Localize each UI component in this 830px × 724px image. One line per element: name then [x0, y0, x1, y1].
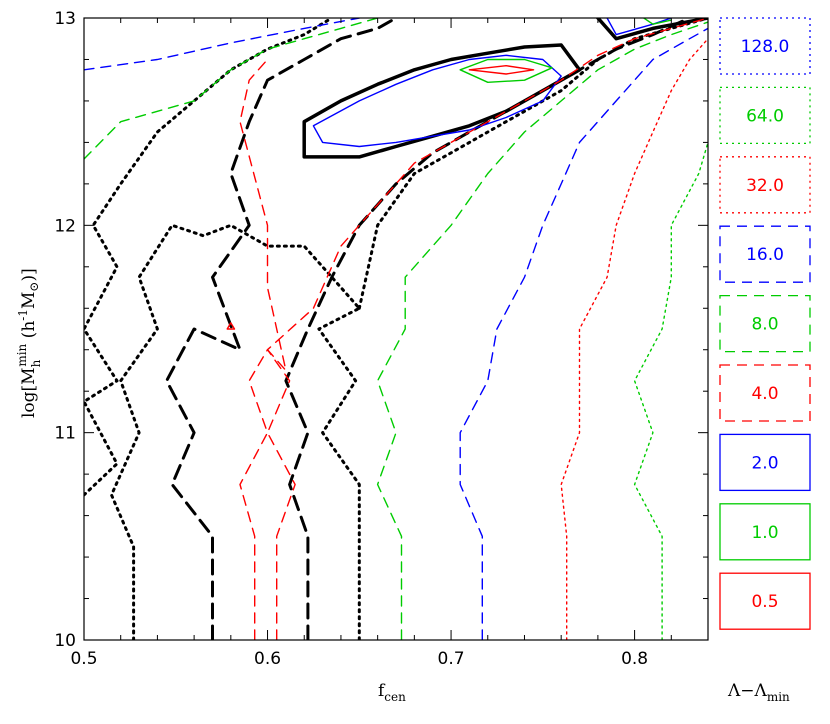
contour-black-dashed	[165, 18, 398, 640]
y-axis-title: log[Mhmin (h-1M⊙)]	[15, 268, 43, 418]
legend-label: 2.0	[751, 453, 778, 473]
contour-green-dashed	[376, 21, 708, 640]
contour-green-dotted	[633, 141, 708, 640]
plot-frame	[83, 17, 709, 641]
legend-box	[719, 572, 811, 630]
legend: 128.0 64.0 32.0 16.0 8.0 4.0 2.0 1.0 0.5	[719, 17, 811, 630]
contour-black-solid	[302, 43, 582, 159]
contour-green-solid-corner	[643, 18, 672, 25]
contour-blue-solid	[312, 54, 562, 148]
legend-label: 4.0	[751, 384, 778, 404]
y-tick-label: 10	[54, 631, 76, 651]
y-tick-label: 13	[54, 9, 76, 29]
legend-label: 16.0	[746, 245, 784, 265]
x-tick-label: 0.7	[438, 649, 465, 669]
legend-box	[719, 294, 811, 353]
legend-box	[719, 156, 811, 214]
legend-box	[719, 503, 811, 561]
legend-label: 8.0	[751, 315, 778, 335]
contour-blue-dashed	[459, 27, 708, 640]
contour-black-dotted-left	[84, 18, 334, 497]
legend-box	[719, 225, 811, 283]
y-tick-label: 11	[54, 424, 76, 444]
x-tick-label: 0.5	[70, 649, 97, 669]
contour-red-dashed-left	[239, 58, 287, 640]
contour-red-dashed-right	[266, 18, 708, 640]
contour-blue-solid-corner	[606, 18, 672, 36]
contour-black-dashed-right	[284, 18, 692, 640]
x-tick-label: 0.6	[254, 649, 281, 669]
legend-label: 1.0	[751, 523, 778, 543]
contour-red-solid-small	[226, 322, 236, 330]
legend-box	[719, 433, 811, 492]
x-tick-label: 0.8	[621, 649, 648, 669]
contour-black-dotted-right	[110, 223, 361, 640]
x-axis-title: fcen	[378, 681, 406, 704]
contour-blue-dashed-top	[84, 18, 360, 71]
legend-box	[719, 364, 811, 422]
contour-green-solid	[459, 58, 553, 84]
legend-label: 0.5	[751, 592, 778, 612]
legend-label: 64.0	[746, 106, 784, 126]
legend-label: 32.0	[746, 176, 784, 196]
contour-black-solid-corner	[596, 18, 708, 41]
contour-red-dotted	[560, 38, 708, 640]
axis-ticks: 0.5 0.6 0.7 0.8 10 11 12 13	[54, 9, 709, 669]
legend-label: 128.0	[741, 37, 790, 57]
contour-lines	[84, 18, 708, 640]
contour-red-solid	[468, 64, 535, 75]
legend-title: Λ−Λmin	[727, 681, 790, 704]
contour-green-dashed-top	[84, 18, 379, 160]
legend-box	[719, 17, 811, 75]
y-tick-label: 12	[54, 216, 76, 236]
